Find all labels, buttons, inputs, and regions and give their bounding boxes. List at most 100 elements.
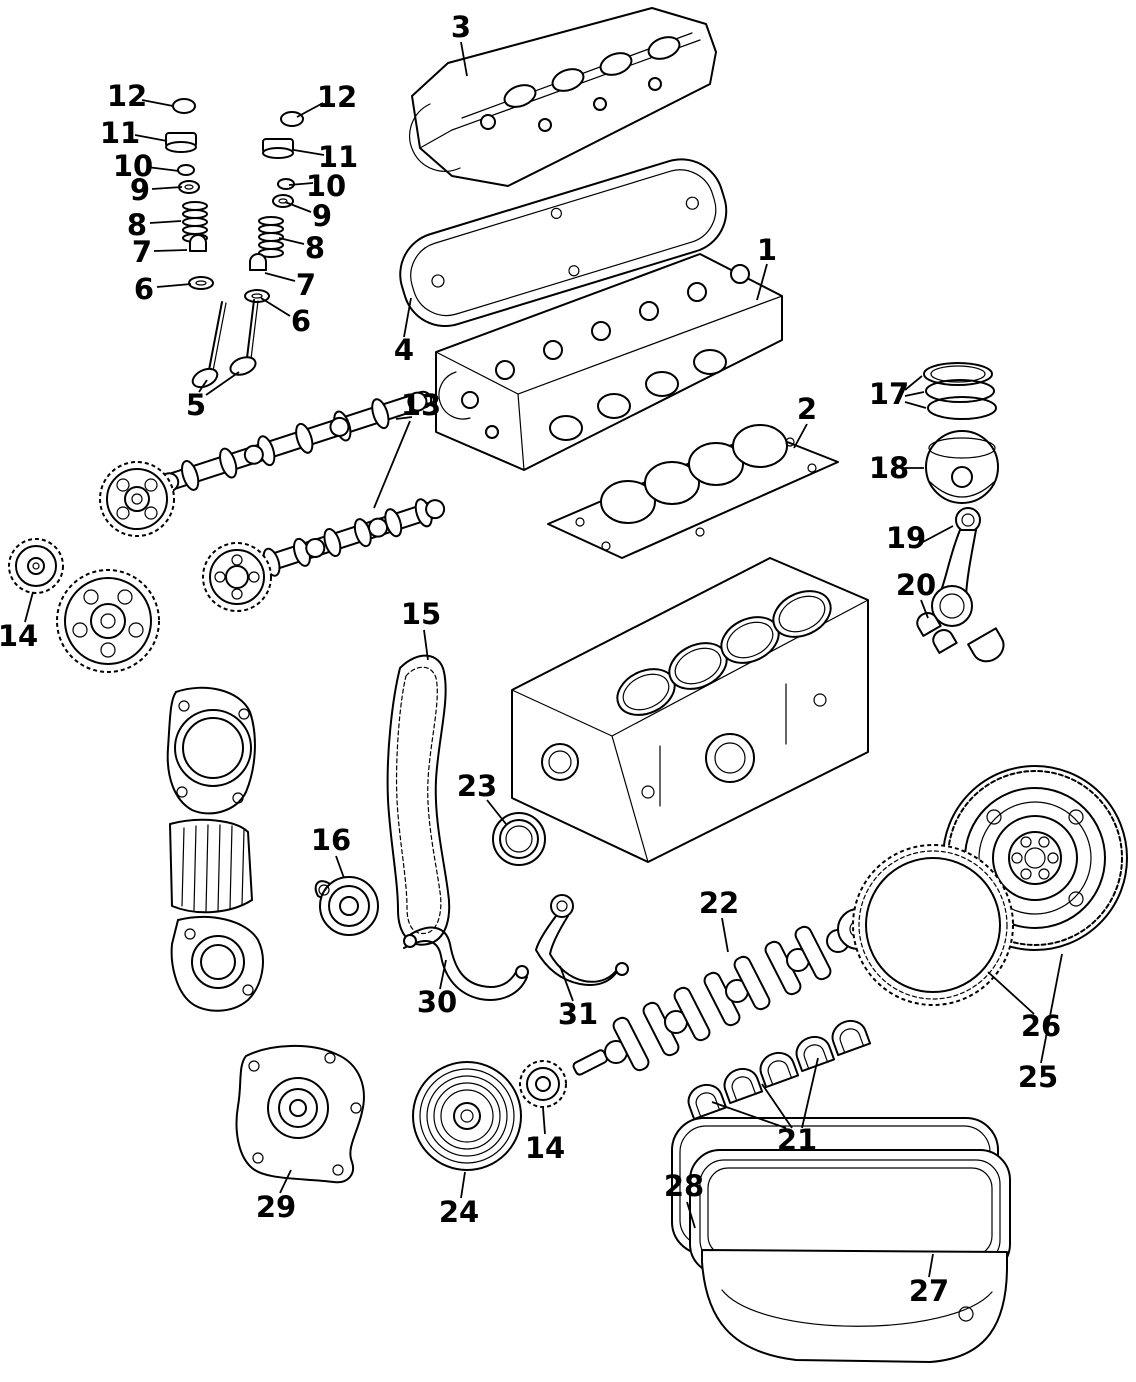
callout-number-6: 6 [134,272,154,306]
valve-lifter-left [165,132,197,153]
piston-rings [923,362,997,420]
callout-leader-3 [460,41,468,77]
rod-bearings [916,612,958,654]
engine-bracket-30 [403,926,529,1001]
callout-leader-12 [141,99,174,107]
callout-leader-2 [793,423,808,449]
front-crank-seal [492,812,546,866]
callout-leader-19 [920,525,954,544]
callout-number-9: 9 [130,173,150,207]
callout-leader-12 [296,102,324,118]
callout-number-25: 25 [1018,1060,1058,1094]
callout-number-24: 24 [439,1195,479,1229]
callout-number-10: 10 [113,149,153,183]
callout-leader-7 [153,249,188,252]
callout-number-19: 19 [886,521,926,555]
callout-leader-17 [904,375,923,391]
ring-gear [852,844,1014,1006]
callout-leader-31 [559,965,574,1002]
oil-pan [689,1149,1011,1363]
oil-pump [235,1045,365,1184]
callout-number-8: 8 [305,231,325,265]
callout-leader-5 [198,379,208,393]
callout-leader-7 [264,272,296,282]
callout-leader-24 [460,1171,466,1199]
callout-number-1: 1 [757,233,777,267]
spring-seat-left [188,276,214,290]
callout-leader-14 [542,1107,546,1135]
callout-leader-21 [711,1101,787,1129]
callout-leader-1 [756,263,768,301]
callout-leader-4 [403,297,412,338]
callout-number-30: 30 [417,985,457,1019]
crank-sprocket [519,1060,567,1108]
valve-lifter-right [262,138,294,159]
callout-leader-25 [1040,953,1063,1064]
callout-leader-21 [761,1083,793,1129]
callout-number-23: 23 [457,769,497,803]
callout-leader-5 [205,371,240,396]
callout-leader-28 [686,1201,696,1229]
engine-bracket-31 [535,894,629,986]
callout-number-6: 6 [291,304,311,338]
callout-number-18: 18 [869,451,909,485]
callout-leader-11 [293,149,325,156]
timing-cover-lower [170,916,264,1012]
callout-leader-23 [486,799,507,825]
callout-leader-14 [24,591,34,623]
valve-cover-gasket [399,158,728,327]
callout-number-14: 14 [525,1131,565,1165]
camshaft-intake [153,390,433,494]
callout-leader-27 [928,1253,934,1278]
callout-leader-9 [151,186,183,190]
callout-leader-22 [721,917,729,953]
callout-number-11: 11 [100,116,140,150]
belt-tensioner [314,876,379,936]
connecting-rod [931,507,1005,663]
camshaft-sprocket-exhaust [202,542,272,612]
valve-shim-left [177,164,195,176]
callout-number-22: 22 [699,886,739,920]
head-gasket [547,424,839,559]
valve-seal-left [189,234,207,252]
callout-number-21: 21 [777,1123,817,1157]
callout-number-7: 7 [132,235,152,269]
callout-leader-15 [423,629,429,661]
camshaft-gear-intake [99,461,175,537]
callout-number-8: 8 [127,208,147,242]
valve-spring-right [258,216,284,258]
callout-number-14: 14 [0,619,38,653]
callout-number-2: 2 [797,392,817,426]
callout-number-26: 26 [1021,1009,1061,1043]
callout-leader-10 [288,182,314,186]
callout-number-11: 11 [318,140,358,174]
callout-number-9: 9 [312,199,332,233]
callout-number-10: 10 [306,169,346,203]
callout-leader-8 [278,237,305,245]
spring-retainer-left [178,180,200,194]
valve-seal-right [249,253,267,271]
callout-number-12: 12 [107,79,147,113]
callout-number-16: 16 [311,823,351,857]
callout-leader-11 [134,134,168,142]
spring-retainer-right [272,194,294,208]
callout-leader-13 [373,420,411,509]
callout-number-15: 15 [401,597,441,631]
callout-leader-16 [335,855,345,879]
callout-number-31: 31 [558,997,598,1031]
piston [925,430,999,504]
timing-cover-middle [169,818,253,914]
callout-number-28: 28 [664,1169,704,1203]
timing-cover-upper [166,686,256,815]
callout-number-13: 13 [401,388,441,422]
callout-number-20: 20 [896,568,936,602]
callout-leader-26 [987,971,1035,1015]
callout-leader-6 [260,297,291,317]
callout-leader-10 [146,166,180,172]
callout-leader-30 [439,959,447,990]
callout-number-27: 27 [909,1274,949,1308]
cam-sprocket-small [8,538,64,594]
callout-number-5: 5 [186,388,206,422]
callout-leader-29 [279,1169,292,1194]
